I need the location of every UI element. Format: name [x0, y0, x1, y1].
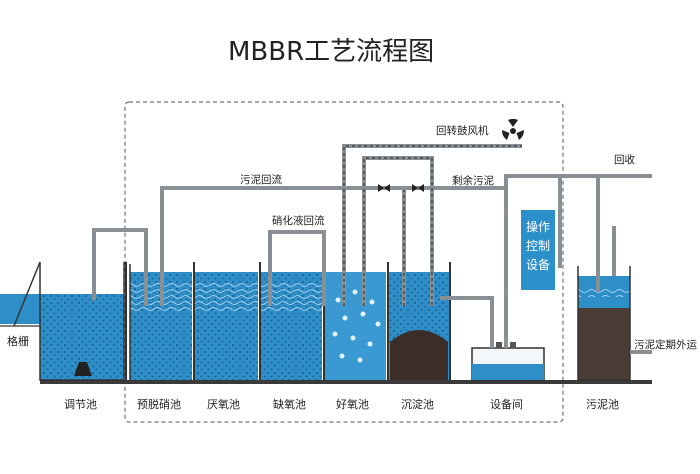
excess-sludge-label: 剩余污泥 — [452, 174, 494, 187]
sludge-return-label: 污泥回流 — [240, 173, 282, 186]
grating-screen — [13, 261, 41, 327]
control-panel-line3: 设备 — [526, 258, 550, 272]
tank-label: 缺氧池 — [273, 397, 306, 411]
sludge-out-label: 污泥定期外运 — [634, 338, 697, 351]
diagram-title: MBBR工艺流程图 — [228, 37, 434, 67]
pump-icon — [74, 362, 92, 376]
sludge-tank-sludge — [578, 308, 630, 380]
grating-label: 格栅 — [7, 334, 29, 348]
control-panel-line2: 控制 — [526, 239, 550, 253]
aeration-bubbles — [332, 289, 381, 363]
control-panel-line1: 操作 — [526, 219, 550, 234]
recycle-label: 回收 — [614, 153, 635, 166]
blower-label: 回转鼓风机 — [436, 124, 489, 137]
valve-icon — [378, 184, 390, 192]
settled-sludge — [390, 330, 448, 380]
blower-icon — [501, 118, 525, 140]
tank-label: 沉淀池 — [401, 397, 434, 411]
ground-line — [40, 380, 652, 384]
tank-label: 厌氧池 — [207, 397, 240, 411]
tank-label: 污泥池 — [586, 398, 619, 411]
control-panel — [521, 210, 555, 290]
valve-icon — [412, 184, 424, 192]
tank-label: 好氧池 — [336, 397, 369, 411]
tank-label: 设备间 — [490, 397, 523, 411]
tank-label: 调节池 — [64, 398, 97, 411]
nitrate-return-label: 硝化液回流 — [272, 214, 325, 227]
tank-label: 预脱硝池 — [137, 397, 181, 411]
